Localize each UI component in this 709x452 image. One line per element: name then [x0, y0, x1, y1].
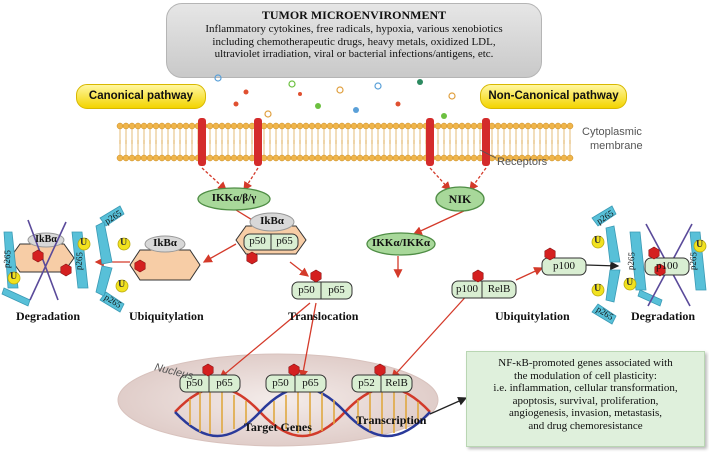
ikba-cap [249, 212, 295, 232]
plasticity-text: NF-κB-promoted genes associated with the… [467, 357, 704, 432]
ubiquitylation-right-label: Ubiquitylation [495, 309, 570, 323]
ikba-ubiquitylated-hexagon [129, 249, 201, 281]
p265-label-dl-2: p265 [73, 251, 85, 271]
p65-label-nucleus-1: p65 [216, 377, 233, 389]
ubiquitin-dot [591, 235, 605, 249]
p265-ubiquitin-chains-left [95, 205, 125, 313]
cell-plasticity-genes-box: NF-κB-promoted genes associated with the… [466, 351, 705, 447]
plasticity-line-1: NF-κB-promoted genes associated with [498, 357, 673, 369]
phosphate-hexagon [288, 363, 300, 377]
degradation-right-label: Degradation [631, 309, 695, 323]
p50-label-nucleus-2: p50 [272, 377, 289, 389]
p65-label-translocation: p65 [328, 284, 345, 296]
ubiquitin-dot [591, 283, 605, 297]
translocation-label: Translocation [288, 309, 359, 323]
ikba-cap-left [144, 235, 186, 253]
ubiquitin-label: U [80, 237, 88, 248]
non-canonical-pathway-label: Non-Canonical pathway [480, 84, 627, 109]
degradation-left-label: Degradation [16, 309, 80, 323]
p265-degraded-right [629, 231, 707, 307]
phosphate-hexagon [544, 247, 556, 261]
ikk-complex-shape [197, 187, 271, 211]
p100-label-complex: p100 [456, 283, 478, 295]
canonical-pathway-label: Canonical pathway [76, 84, 206, 109]
tme-line-3: ultraviolet irradiation, viral or bacter… [214, 48, 494, 60]
ubiquitin-markers [7, 235, 707, 297]
membrane-label-1: Cytoplasmic [582, 126, 642, 138]
receptors-label: Receptors [497, 156, 548, 168]
plasticity-line-3: i.e. inflammation, cellular transformati… [493, 382, 678, 394]
ubiquitylation-left-label: Ubiquitylation [129, 309, 204, 323]
ikk-complex-label: IKKα/β/γ [211, 192, 257, 204]
p50-label-nucleus-1: p50 [186, 377, 203, 389]
ikba-label-degradation: IkBα [35, 234, 57, 245]
plasticity-line-2: the modulation of cell plasticity: [514, 369, 657, 382]
tumor-microenvironment-box: TUMOR MICROENVIRONMENT Inflammatory cyto… [166, 3, 542, 78]
ubiquitin-label: U [118, 279, 126, 290]
phosphate-hexagon [648, 246, 660, 260]
p100-label-degradation: p100 [656, 260, 678, 272]
phosphate-hexagon [32, 249, 44, 263]
p265-label-dl-1: p265 [1, 249, 13, 269]
nik-shape [435, 186, 485, 212]
p265-ubiquitin-chains-right [591, 205, 621, 325]
tme-line-2: including chemotherapeutic drugs, heavy … [212, 35, 496, 48]
receptors [198, 118, 490, 166]
membrane-label-2: membrane [590, 140, 643, 152]
phosphate-hexagon [246, 251, 258, 265]
tme-line-1: Inflammatory cytokines, free radicals, h… [205, 23, 503, 35]
tme-title: TUMOR MICROENVIRONMENT [261, 8, 447, 22]
nik-label: NIK [448, 192, 472, 206]
ubiquitin-label: U [10, 271, 18, 282]
ubiquitin-dot [117, 237, 131, 251]
p52-label-nucleus: p52 [358, 377, 375, 389]
ubiquitin-dot [693, 239, 707, 253]
phosphate-hexagon [654, 263, 666, 277]
phosphate-markers [32, 246, 666, 377]
plasticity-line-6: and drug chemoresistance [528, 419, 643, 432]
dimer-boxes [179, 257, 690, 393]
plasticity-line-5: angiogenesis, invasion, metastasis, [508, 407, 663, 419]
ubiquitin-dot [623, 277, 637, 291]
p100-label-ubiquitylation: p100 [553, 260, 575, 272]
p265-label-dr-1: p265 [625, 251, 637, 271]
ubiquitin-label: U [120, 237, 128, 248]
stimulus-particles [214, 74, 456, 119]
phosphate-hexagon [472, 269, 484, 283]
phosphate-hexagon [60, 263, 72, 277]
phosphate-hexagon [202, 363, 214, 377]
ubiquitin-dot [115, 279, 129, 293]
dna-base-pairs [189, 390, 419, 434]
plasticity-line-4: apoptosis, survival, proliferation, [512, 394, 659, 407]
target-genes-label: Target Genes [244, 420, 312, 434]
ubiquitin-label: U [594, 235, 602, 246]
ubiquitin-label: U [696, 239, 704, 250]
ikba-label-ubiquitylation: IkBα [153, 237, 177, 249]
phosphate-hexagon [374, 363, 386, 377]
ubiquitylation-arrows [429, 261, 620, 415]
receptor-pointer [479, 149, 497, 159]
ikk-alpha-shape [366, 232, 436, 256]
relb-label-complex: RelB [487, 283, 511, 295]
tme-stimuli-list: Inflammatory cytokines, free radicals, h… [167, 23, 541, 61]
ubiquitin-dot [77, 237, 91, 251]
p50-label-translocation: p50 [298, 284, 315, 296]
phosphate-hexagon [134, 259, 146, 273]
transcription-label: Transcription [356, 413, 427, 427]
degradation-cross-left [27, 219, 67, 301]
relb-label-nucleus: RelB [385, 377, 408, 389]
phosphate-hexagon [310, 269, 322, 283]
ubiquitin-label: U [594, 283, 602, 294]
dimer-dividers [208, 281, 483, 392]
ikba-label-complex: IkBα [260, 215, 284, 227]
p65-label-complex: p65 [276, 235, 293, 247]
p65-label-nucleus-2: p65 [302, 377, 319, 389]
ubiquitin-label: U [626, 277, 634, 288]
ubiquitin-dot [7, 271, 21, 285]
p265-label-dr-2: p265 [687, 251, 699, 271]
ikk-alpha-label: IKKα/IKKα [371, 237, 431, 249]
p50-label-complex: p50 [249, 235, 266, 247]
